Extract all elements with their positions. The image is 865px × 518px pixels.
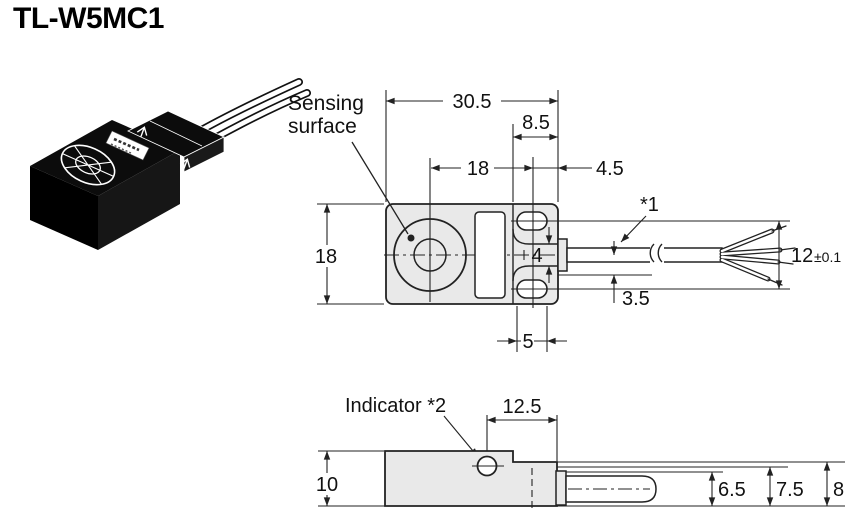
product-illustration	[30, 78, 311, 250]
dim-body-height: 10	[316, 474, 338, 496]
dim-hole-pitch-tolerance: ±0.1	[814, 249, 841, 265]
page-title: TL-W5MC1	[13, 2, 164, 35]
sensing-surface-leader	[351, 141, 409, 235]
top-view-cable	[566, 225, 796, 286]
dim-hole-to-end: 4.5	[596, 158, 624, 180]
dim-indicator-to-end: 12.5	[503, 396, 542, 418]
side-view: 12.5 10 6.5 7.5 8 Indicator *2	[310, 395, 845, 512]
dim-slot-length: 5	[522, 331, 533, 353]
product-left-face	[30, 166, 98, 250]
product-sensing-pattern	[60, 144, 116, 186]
dim-cable-section-height: 6.5	[718, 479, 746, 501]
side-cable-gland	[555, 470, 567, 506]
product-top-face	[30, 120, 180, 196]
dim-step-height: 8	[833, 479, 844, 501]
sensing-surface-label-line1: Sensing	[288, 92, 364, 115]
top-view-body	[384, 157, 790, 308]
top-view-text-backgrounds	[308, 91, 534, 352]
cable-ref-label: *1	[640, 194, 659, 216]
side-view-text-backgrounds	[310, 473, 345, 495]
sensing-surface-label-line2: surface	[288, 115, 357, 138]
product-cable-exit-block	[127, 110, 225, 173]
cable-ref-leader	[620, 215, 647, 243]
product-nameplate	[105, 130, 150, 161]
dim-hole-section: 8.5	[522, 112, 550, 134]
indicator-label: Indicator *2	[345, 395, 446, 417]
indicator-window	[474, 211, 506, 299]
neck-lower-line	[512, 265, 558, 282]
top-view: 30.5 8.5 18 4.5 18 4 3.5 5 12 ±0.1 *1 Se…	[288, 90, 841, 353]
dim-cable-to-hole: 3.5	[622, 288, 650, 310]
dim-neck-width: 4	[531, 245, 542, 267]
dim-body-width: 18	[315, 246, 337, 268]
cable-frayed-wires	[719, 225, 796, 286]
top-view-dimension-lines	[317, 90, 783, 352]
product-orientation-marks	[136, 126, 191, 169]
product-right-face	[98, 150, 180, 250]
sensing-surface-leader-dot	[407, 234, 415, 242]
cable-gland	[557, 238, 568, 272]
dim-hole-pitch: 12	[791, 245, 813, 267]
dim-step-mid-height: 7.5	[776, 479, 804, 501]
side-view-body	[384, 450, 657, 512]
dim-overall-length: 30.5	[453, 91, 492, 113]
dim-center-to-hole: 18	[467, 158, 489, 180]
neck-upper-line	[512, 228, 558, 245]
